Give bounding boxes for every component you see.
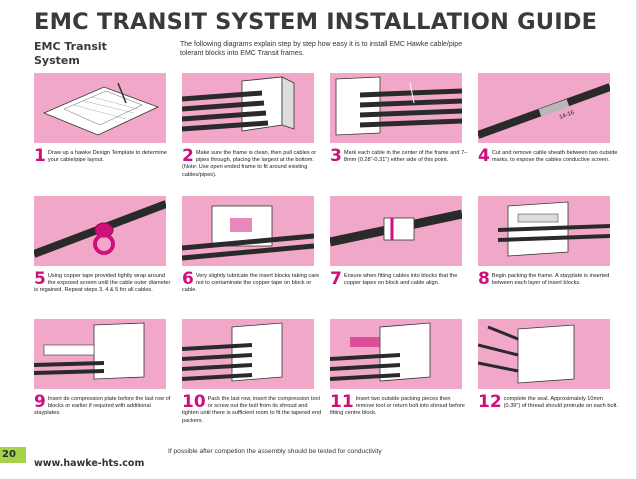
step-9-text: Insert de compression plate before the l… bbox=[34, 396, 170, 416]
step-1-caption: 1 Draw up a hawke Design Template to det… bbox=[34, 150, 174, 164]
step-3-text: Mark each cable in the center of the fra… bbox=[344, 150, 467, 163]
step-1-text: Draw up a hawke Design Template to deter… bbox=[48, 150, 167, 163]
step-6-number: 6 bbox=[182, 272, 194, 287]
step-2-illustration bbox=[182, 73, 314, 143]
step-1-number: 1 bbox=[34, 149, 46, 164]
step-5-text: Using copper tape provided tightly wrap … bbox=[34, 273, 170, 293]
step-11-caption: 11 Insert two outside packing pieces the… bbox=[330, 396, 470, 418]
step-12-caption: 12 complete the seal. Approximately 10mm… bbox=[478, 396, 618, 410]
step-6-caption: 6 Very slightly lubricate the insert blo… bbox=[182, 273, 322, 295]
step-9-number: 9 bbox=[34, 395, 46, 410]
step-3-number: 3 bbox=[330, 149, 342, 164]
step-3-illustration bbox=[330, 73, 462, 143]
steps-grid: 14-16 1 Draw up a hawke Design Template … bbox=[34, 73, 612, 463]
step-9-caption: 9 Insert de compression plate before the… bbox=[34, 396, 174, 418]
cable-mark-label: 14-16 bbox=[559, 110, 576, 121]
step-1-illustration bbox=[34, 73, 166, 143]
step-8-caption: 8 Begin packing the frame. A stayplate i… bbox=[478, 273, 618, 287]
step-2-number: 2 bbox=[182, 149, 194, 164]
step-6-text: Very slightly lubricate the insert block… bbox=[182, 273, 319, 293]
section-subtitle: EMC Transit System bbox=[34, 40, 144, 68]
step-5-caption: 5 Using copper tape provided tightly wra… bbox=[34, 273, 174, 295]
conductivity-note: If possible after competion the assembly… bbox=[168, 448, 382, 455]
step-5-illustration bbox=[34, 196, 166, 266]
intro-text: The following diagrams explain step by s… bbox=[180, 40, 470, 58]
step-10-illustration bbox=[182, 319, 314, 389]
step-8-text: Begin packing the frame. A stayplate is … bbox=[492, 273, 610, 286]
step-6-illustration bbox=[182, 196, 314, 266]
step-7-number: 7 bbox=[330, 272, 342, 287]
page-title: EMC TRANSIT SYSTEM INSTALLATION GUIDE bbox=[34, 9, 597, 35]
step-5-number: 5 bbox=[34, 272, 46, 287]
step-4-number: 4 bbox=[478, 149, 490, 164]
step-3-caption: 3 Mark each cable in the center of the f… bbox=[330, 150, 470, 164]
step-8-illustration bbox=[478, 196, 610, 266]
page-number: 20 bbox=[0, 447, 26, 463]
step-12-text: complete the seal. Approximately 10mm (0… bbox=[504, 396, 618, 409]
step-8-number: 8 bbox=[478, 272, 490, 287]
step-10-number: 10 bbox=[182, 395, 206, 410]
step-7-text: Ensure when fitting cables into blocks t… bbox=[344, 273, 458, 286]
step-7-caption: 7 Ensure when fitting cables into blocks… bbox=[330, 273, 470, 287]
step-11-number: 11 bbox=[330, 395, 354, 410]
step-2-text: Make sure the frame is clean, then pull … bbox=[182, 150, 316, 178]
step-4-caption: 4 Cut and remove cable sheath between tw… bbox=[478, 150, 618, 164]
step-4-illustration: 14-16 bbox=[478, 73, 610, 143]
step-4-text: Cut and remove cable sheath between two … bbox=[492, 150, 618, 163]
step-12-number: 12 bbox=[478, 395, 502, 410]
step-2-caption: 2 Make sure the frame is clean, then pul… bbox=[182, 150, 322, 179]
step-11-illustration bbox=[330, 319, 462, 389]
step-7-illustration bbox=[330, 196, 462, 266]
step-10-caption: 10 Pack the last row, insert the compres… bbox=[182, 396, 322, 425]
step-12-illustration bbox=[478, 319, 610, 389]
website-link[interactable]: www.hawke-hts.com bbox=[34, 458, 144, 469]
step-9-illustration bbox=[34, 319, 166, 389]
